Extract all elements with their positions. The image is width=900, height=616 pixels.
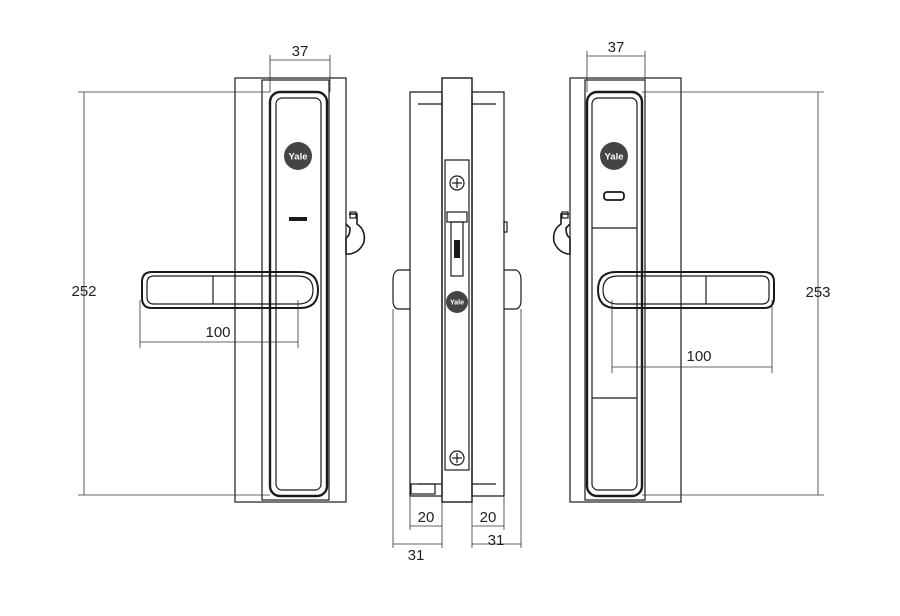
back-logo-text: Yale bbox=[604, 152, 623, 163]
front-panel-outer bbox=[268, 90, 329, 498]
side-left-foot bbox=[410, 483, 436, 495]
side-dimensions bbox=[392, 309, 522, 548]
front-lever-handle-inner bbox=[146, 275, 314, 305]
side-left-body bbox=[409, 91, 443, 497]
side-left-knob bbox=[392, 269, 410, 310]
back-lever-handle bbox=[596, 271, 775, 309]
side-right-inner-label: 20 bbox=[480, 509, 497, 526]
front-outer-plate bbox=[234, 77, 347, 503]
front-view: Yale bbox=[141, 77, 366, 503]
side-view: Yale bbox=[392, 77, 522, 503]
side-latch-top bbox=[446, 211, 468, 223]
back-dimensions bbox=[586, 51, 824, 496]
back-logo-badge bbox=[600, 142, 628, 170]
front-hook-screw bbox=[349, 211, 357, 219]
front-logo-text: Yale bbox=[288, 152, 307, 163]
back-panel-inner bbox=[591, 97, 638, 491]
back-panel-outer bbox=[585, 90, 644, 498]
front-height-label: 252 bbox=[71, 283, 96, 300]
front-dimensions bbox=[78, 55, 331, 496]
front-width-label: 37 bbox=[292, 43, 309, 60]
side-bottom-screw bbox=[449, 450, 465, 466]
side-cylinder-logo-text: Yale bbox=[450, 300, 464, 307]
side-latch-body bbox=[450, 221, 464, 277]
side-cylinder-logo bbox=[446, 291, 468, 313]
back-outer-plate bbox=[569, 77, 682, 503]
back-thumb-turn bbox=[603, 191, 625, 201]
side-right-outer-label: 31 bbox=[488, 532, 505, 549]
side-left-outer-label: 31 bbox=[408, 547, 425, 564]
side-latch-inner bbox=[454, 240, 460, 258]
back-lever-handle-inner bbox=[602, 275, 770, 305]
side-right-nub bbox=[503, 221, 508, 233]
side-right-knob bbox=[504, 269, 522, 310]
back-escutcheon bbox=[584, 79, 646, 501]
front-key-slot bbox=[289, 217, 307, 221]
front-escutcheon bbox=[261, 79, 330, 501]
back-height-label: 253 bbox=[805, 284, 830, 301]
back-width-label: 37 bbox=[608, 39, 625, 56]
front-handle-label: 100 bbox=[205, 324, 230, 341]
front-lever-handle bbox=[141, 271, 320, 309]
side-left-inner-label: 20 bbox=[418, 509, 435, 526]
front-side-hook bbox=[345, 213, 366, 255]
side-top-screw bbox=[449, 175, 465, 191]
front-logo-badge bbox=[284, 142, 312, 170]
side-right-body bbox=[471, 91, 505, 497]
side-mortise bbox=[444, 159, 470, 471]
back-hook-screw bbox=[561, 211, 569, 219]
front-panel-inner bbox=[275, 97, 322, 491]
back-view: Yale bbox=[552, 77, 775, 503]
back-side-hook bbox=[552, 213, 571, 255]
back-handle-label: 100 bbox=[686, 348, 711, 365]
side-center-plate bbox=[441, 77, 473, 503]
